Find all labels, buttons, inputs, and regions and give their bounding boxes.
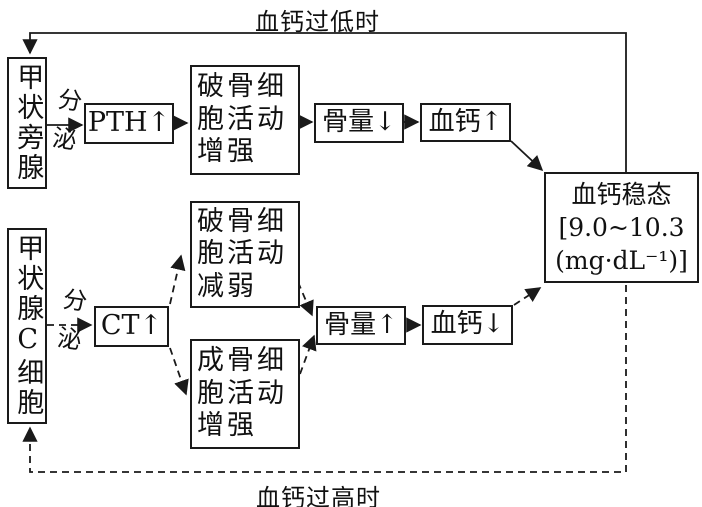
box-blood-calcium-down: 血钙↓ xyxy=(422,305,513,345)
label-low-blood-calcium: 血钙过低时 xyxy=(255,8,380,36)
label-high-blood-calcium: 血钙过高时 xyxy=(256,484,381,507)
homeostasis-title: 血钙稳态 xyxy=(571,180,672,209)
box-blood-calcium-up: 血钙↑ xyxy=(420,103,511,142)
box-osteoclast-enhanced: 破骨细胞活动增强 xyxy=(190,65,300,175)
box-bone-mass-down: 骨量↓ xyxy=(314,103,404,143)
homeostasis-range: [9.0~10.3 xyxy=(558,213,685,242)
homeostasis-unit: (mg·dL⁻¹)] xyxy=(555,246,688,275)
box-thyroid-c-cells: 甲状腺C细胞 xyxy=(7,228,47,424)
arrow-blood-ca-up-to-homeostasis xyxy=(510,140,544,172)
box-osteoblast-enhanced: 成骨细胞活动增强 xyxy=(190,339,300,449)
box-calcium-homeostasis: 血钙稳态 [9.0~10.3 (mg·dL⁻¹)] xyxy=(544,172,699,283)
box-osteoclast-weakened: 破骨细胞活动减弱 xyxy=(190,201,300,308)
arrow-ct-to-osteoblast-enhanced xyxy=(169,347,189,396)
box-calcitonin: CT↑ xyxy=(94,306,169,347)
arrow-osteoblast-to-bone-mass-up xyxy=(299,334,317,375)
box-bone-mass-up: 骨量↑ xyxy=(316,306,406,345)
arrow-osteoclast-weakened-to-bone-mass-up xyxy=(297,281,314,317)
box-pth: PTH↑ xyxy=(84,103,174,144)
arrow-blood-ca-down-to-homeostasis xyxy=(513,287,542,306)
feedback-line-high-calcium xyxy=(22,285,627,473)
arrow-ct-to-osteoclast-weakened xyxy=(169,254,186,305)
box-parathyroid: 甲状旁腺 xyxy=(7,57,47,189)
feedback-line-low-calcium xyxy=(22,32,627,172)
